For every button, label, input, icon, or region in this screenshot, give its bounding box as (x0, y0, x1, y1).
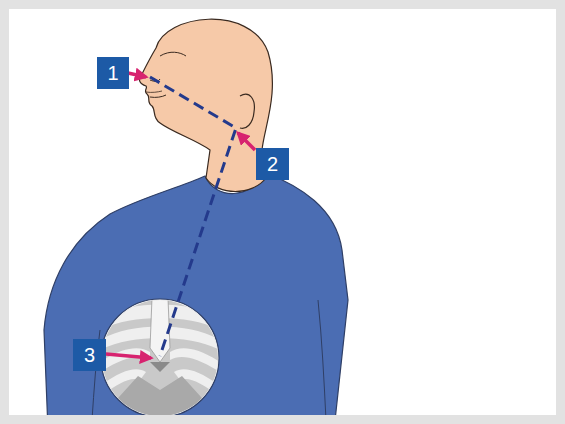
callout-number: 3 (73, 339, 106, 371)
measurement-line (150, 77, 236, 356)
ear (240, 94, 254, 128)
inset-circle (101, 299, 219, 415)
eyebrow (160, 52, 186, 56)
callout-text: 1 (107, 63, 118, 83)
head (139, 19, 272, 191)
sleeve-fold (318, 300, 326, 415)
callout-number: 2 (256, 148, 289, 180)
callout-text: 3 (84, 345, 95, 365)
mouth (150, 95, 166, 97)
pointer-arrow (128, 73, 146, 77)
lip (146, 91, 162, 92)
callout-text: 2 (267, 154, 278, 174)
rib-cage (100, 298, 220, 415)
callout-number: 1 (97, 57, 129, 89)
t-shirt (44, 172, 348, 415)
pointer-arrow (238, 133, 255, 150)
pointer-arrow (106, 354, 151, 358)
